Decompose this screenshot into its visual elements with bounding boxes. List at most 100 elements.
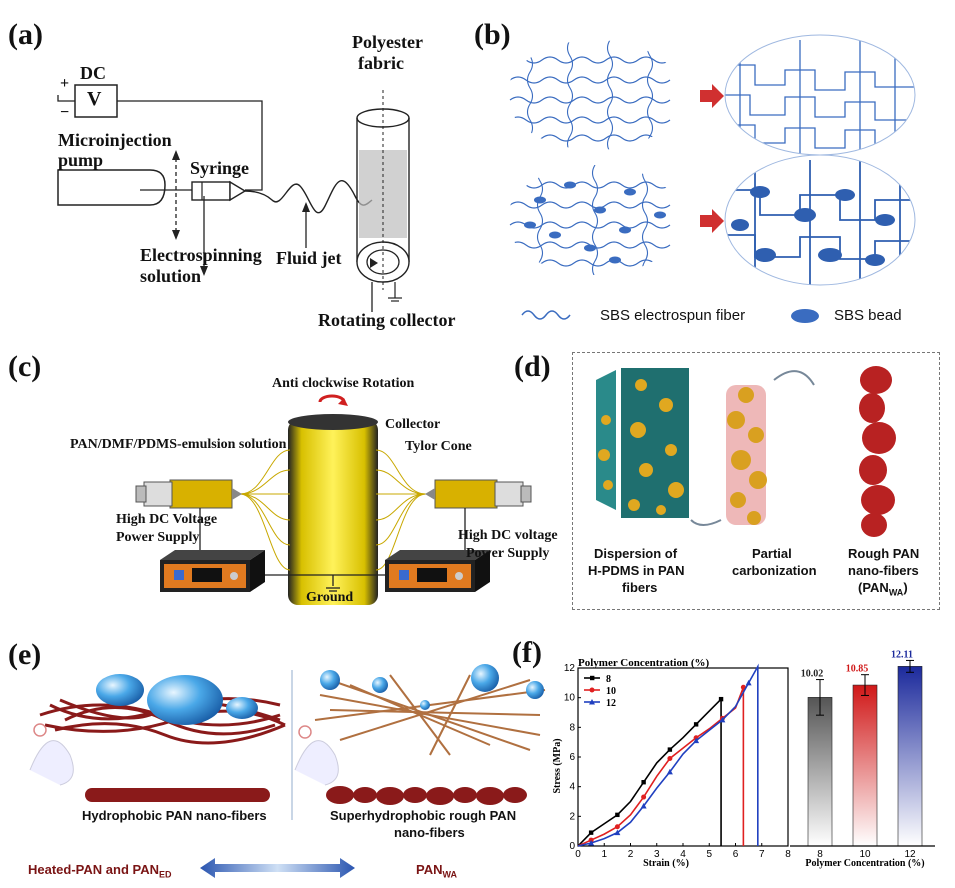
x-tick-label: 7 (759, 849, 765, 860)
panel-e-illustration (29, 664, 546, 878)
minus-label: − (60, 104, 70, 121)
series-line-8 (577, 697, 722, 847)
rotating-collector-label: Rotating collector (318, 310, 456, 330)
supply-left-label-1: High DC Voltage (116, 512, 218, 527)
collector-label: Collector (385, 417, 441, 432)
x-tick-label: 3 (654, 849, 660, 860)
left-smooth-fiber (85, 788, 270, 802)
solution-label-2: solution (140, 266, 202, 286)
step2-label-2: carbonization (732, 563, 817, 578)
y-tick-label: 10 (564, 693, 576, 704)
panel-a-schematic (57, 84, 410, 312)
fluid-jet (244, 180, 373, 214)
bar-value-label-8: 10.02 (801, 669, 824, 680)
bottom-left-text: Heated-PAN and PAN (28, 862, 159, 877)
x-axis-label: Strain (%) (643, 858, 689, 869)
bottom-left-sub: ED (158, 869, 172, 880)
panel-c-letter: (c) (8, 350, 42, 383)
panel-b-letter: (b) (474, 18, 511, 51)
arrow-bottom (700, 209, 724, 233)
supply-right-label-1: High DC voltage (458, 528, 558, 543)
left-syringe (169, 479, 233, 509)
panel-d-frame (572, 352, 940, 610)
legend-fiber-label: SBS electrospun fiber (600, 307, 746, 324)
legend-marker-8 (590, 675, 595, 681)
marker-8 (667, 747, 673, 752)
cone-label: Tylor Cone (405, 439, 472, 454)
legend-marker-12 (589, 699, 595, 705)
marker-10 (641, 794, 647, 800)
rotation-label: Anti clockwise Rotation (272, 376, 415, 391)
step3-label-2: nano-fibers (848, 563, 919, 578)
marker-10 (667, 755, 673, 761)
fabric-label-1: Polyester (352, 32, 423, 52)
legend-bead-icon (791, 309, 819, 323)
marker-12 (719, 716, 726, 723)
wire-top (117, 100, 263, 191)
panel-a-letter: (a) (8, 18, 43, 51)
step3-label-1: Rough PAN (848, 546, 920, 561)
step1-label-2: H-PDMS in PAN (588, 563, 685, 578)
legend-fiber-icon (521, 310, 571, 320)
v-label: V (87, 88, 102, 110)
wire-left (57, 95, 75, 102)
right-power-supply (385, 550, 490, 592)
x-tick-label: 8 (785, 849, 791, 860)
ground-label: Ground (306, 590, 354, 605)
panel-d-letter: (d) (514, 350, 551, 383)
step1-label-1: Dispersion of (594, 546, 678, 561)
bottom-right-text: PAN (416, 862, 443, 877)
panel-c-setup (135, 394, 532, 605)
bar-tick-label-10: 10 (859, 849, 871, 860)
bottom-right-sub: WA (442, 869, 457, 880)
marker-12 (640, 802, 647, 809)
plus-label: + (60, 75, 70, 92)
right-rough-fiber (326, 786, 527, 805)
series-line-12 (577, 663, 759, 847)
x-tick-label: 4 (680, 849, 686, 860)
y-tick-label: 0 (569, 841, 575, 852)
legend-title: Polymer Concentration (%) (578, 657, 709, 669)
arrow-top (700, 84, 724, 108)
x-tick-label: 2 (628, 849, 634, 860)
step1-label-3: fibers (622, 580, 658, 595)
collector-drum (288, 420, 378, 605)
y-tick-label: 6 (569, 752, 575, 763)
marker-8 (693, 722, 699, 727)
bar-x-axis-label: Polymer Concentration (%) (805, 858, 924, 869)
bottom-right-label: PANWA (416, 862, 457, 880)
step3-pan: (PAN (858, 580, 889, 595)
marker-12 (588, 840, 595, 846)
legend-label-12: 12 (606, 698, 616, 709)
bar-10 (852, 684, 878, 847)
x-tick-label: 5 (706, 849, 712, 860)
bar-tick-label-8: 8 (817, 849, 823, 860)
pump-label-1: Microinjection (58, 130, 172, 150)
syringe-body (191, 181, 231, 201)
right-syringe (434, 479, 498, 509)
right-caption-2: nano-fibers (394, 825, 465, 840)
marker-8 (588, 830, 594, 835)
left-power-supply (160, 550, 265, 592)
series-line-10 (577, 686, 745, 847)
dc-label: DC (80, 63, 106, 83)
bar-tick-label-12: 12 (904, 849, 916, 860)
dc-voltage-box (74, 84, 118, 118)
solution-label: PAN/DMF/PDMS-emulsion solution (70, 437, 287, 452)
panel-e-letter: (e) (8, 638, 42, 671)
panel-f-letter: (f) (512, 636, 542, 669)
pump-shape (57, 169, 166, 206)
fluid-jet-label: Fluid jet (276, 248, 342, 268)
right-caption-1: Superhydrophobic rough PAN (330, 808, 517, 823)
marker-10 (614, 824, 620, 830)
x-tick-label: 6 (733, 849, 739, 860)
legend-label-10: 10 (606, 686, 616, 697)
marker-8 (641, 780, 646, 785)
y-tick-label: 12 (564, 663, 576, 674)
marker-12 (745, 679, 752, 686)
fabric-label-2: fabric (358, 53, 404, 73)
marker-12 (666, 768, 673, 775)
bottom-left-label: Heated-PAN and PANED (28, 862, 172, 880)
